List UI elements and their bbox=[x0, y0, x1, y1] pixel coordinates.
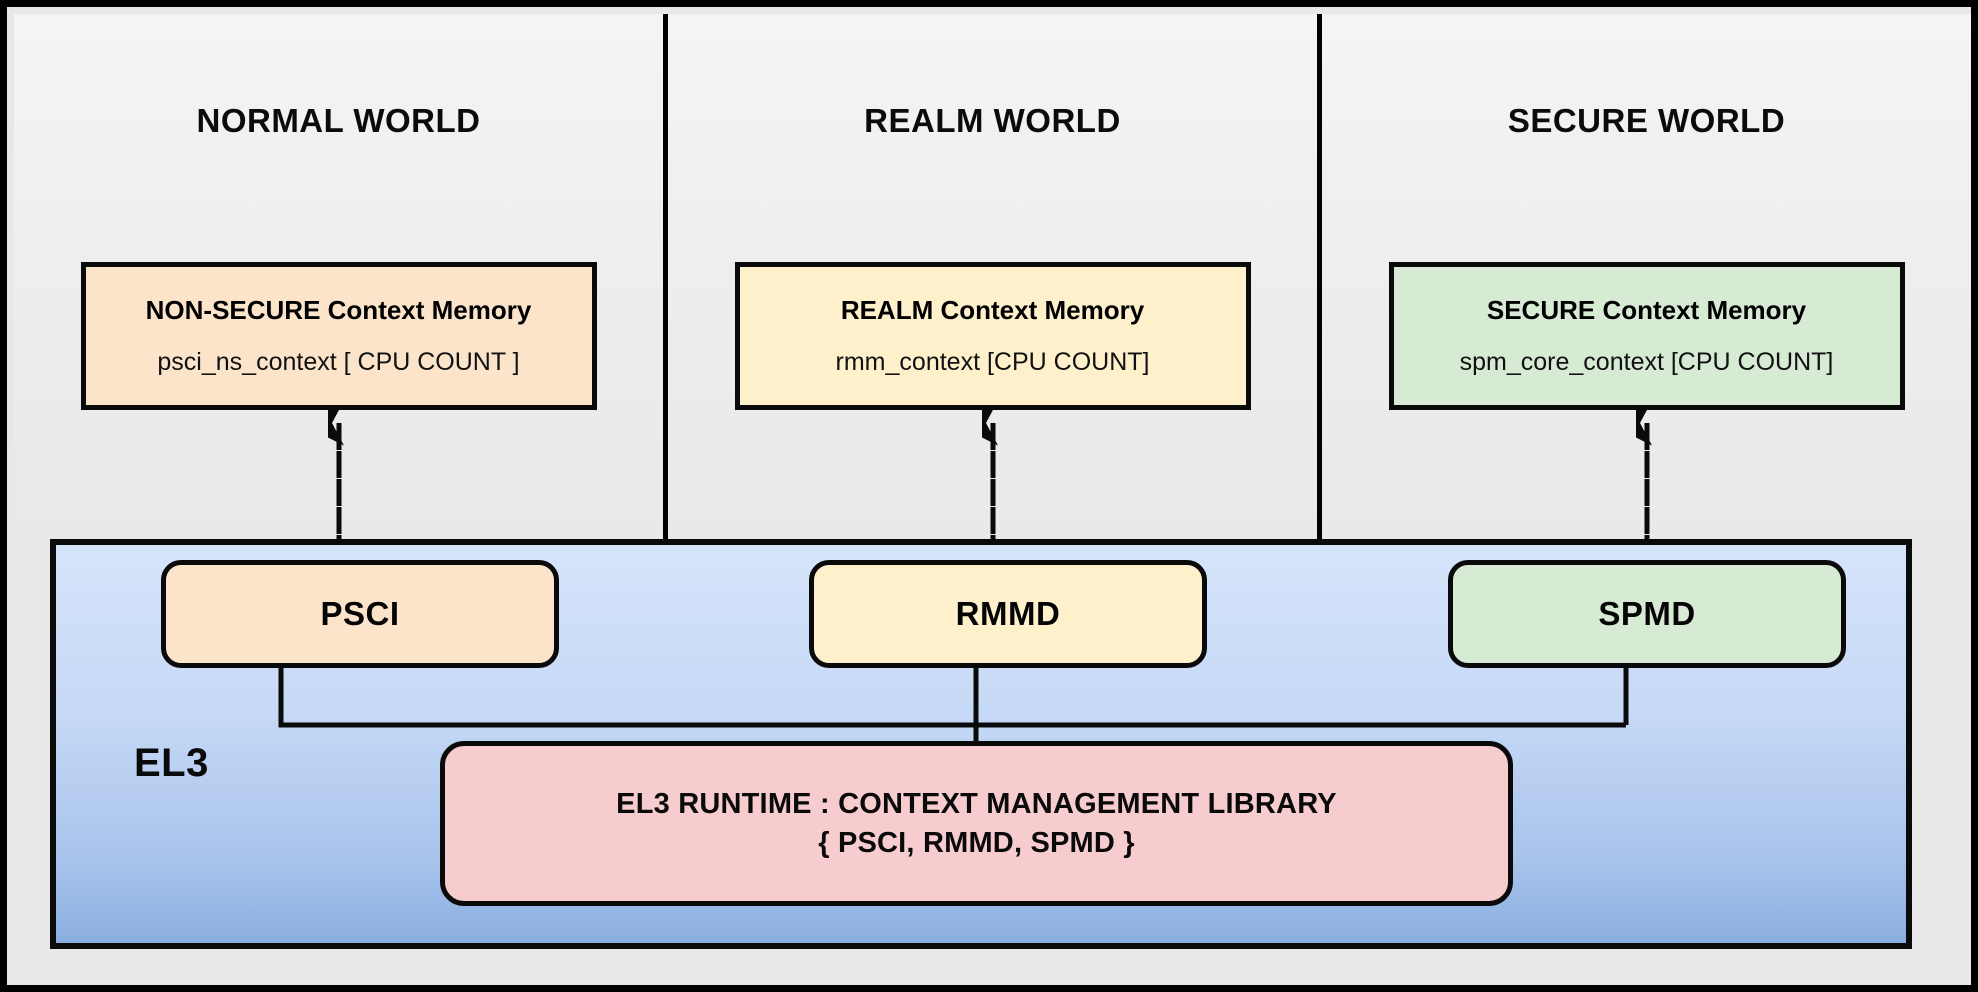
world-title-realm: REALM WORLD bbox=[864, 102, 1121, 139]
dispatcher-box-rmmd[interactable]: RMMD bbox=[809, 560, 1207, 668]
world-title-secure: SECURE WORLD bbox=[1507, 102, 1786, 139]
dispatcher-label-psci: PSCI bbox=[320, 595, 400, 632]
runtime-library-line-2: { PSCI, RMMD, SPMD } bbox=[818, 826, 1135, 859]
el3-label: EL3 bbox=[134, 741, 209, 785]
context-memory-box-secure: SECURE Context Memory spm_core_context [… bbox=[1388, 262, 1905, 410]
dispatcher-box-psci[interactable]: PSCI bbox=[161, 560, 559, 668]
runtime-library-line-1: EL3 RUNTIME : CONTEXT MANAGEMENT LIBRARY bbox=[616, 787, 1337, 820]
context-memory-title-non-secure: NON-SECURE Context Memory bbox=[145, 295, 532, 325]
context-memory-title-secure: SECURE Context Memory bbox=[1486, 295, 1807, 325]
world-column-realm: REALM WORLD REALM Context Memory rmm_con… bbox=[663, 14, 1317, 575]
worlds-strip: NORMAL WORLD NON-SECURE Context Memory p… bbox=[14, 14, 1971, 575]
context-memory-title-realm: REALM Context Memory bbox=[840, 295, 1145, 325]
world-column-secure: SECURE WORLD SECURE Context Memory spm_c… bbox=[1317, 14, 1971, 575]
el3-runtime-library-box[interactable]: EL3 RUNTIME : CONTEXT MANAGEMENT LIBRARY… bbox=[440, 741, 1513, 906]
el3-container: EL3 PSCI RMMD SPMD EL3 RUNTIME : CONTEXT… bbox=[50, 539, 1912, 949]
world-column-normal: NORMAL WORLD NON-SECURE Context Memory p… bbox=[14, 14, 663, 575]
dispatcher-box-spmd[interactable]: SPMD bbox=[1448, 560, 1846, 668]
context-memory-subtitle-secure: spm_core_context [CPU COUNT] bbox=[1459, 348, 1834, 376]
world-title-normal: NORMAL WORLD bbox=[196, 102, 481, 139]
dispatcher-label-spmd: SPMD bbox=[1598, 595, 1696, 632]
context-memory-subtitle-non-secure: psci_ns_context [ CPU COUNT ] bbox=[157, 348, 520, 376]
context-memory-subtitle-realm: rmm_context [CPU COUNT] bbox=[835, 348, 1150, 376]
dispatcher-label-rmmd: RMMD bbox=[955, 595, 1061, 632]
context-memory-box-realm: REALM Context Memory rmm_context [CPU CO… bbox=[734, 262, 1251, 410]
context-memory-box-non-secure: NON-SECURE Context Memory psci_ns_contex… bbox=[80, 262, 597, 410]
